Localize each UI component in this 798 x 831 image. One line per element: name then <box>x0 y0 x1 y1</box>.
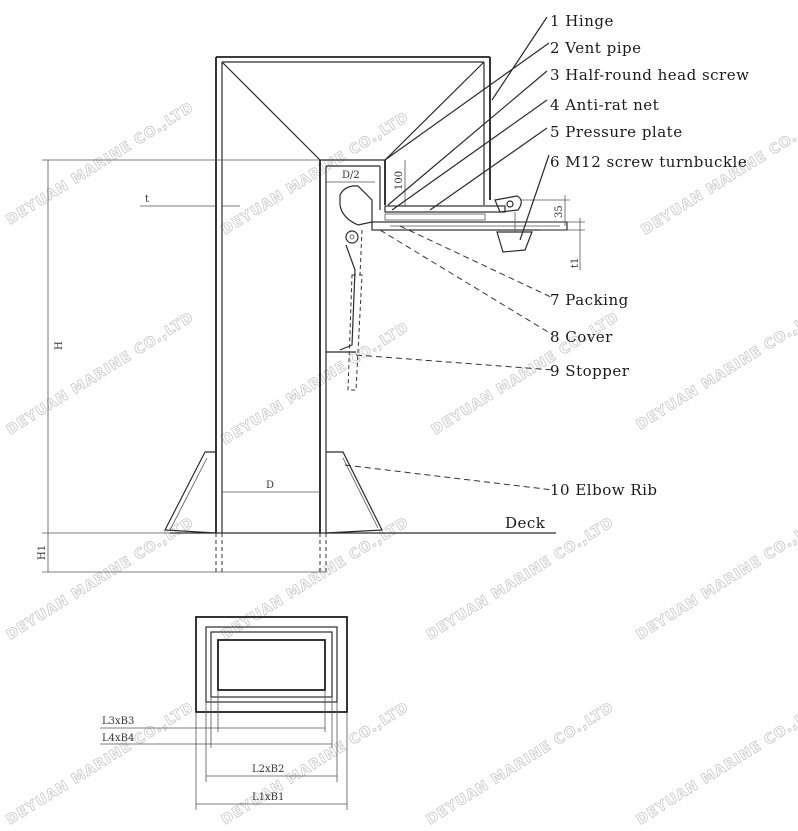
vent-pipe-body <box>215 56 491 533</box>
deck: Deck <box>170 514 556 534</box>
dim-L4xB4: L4xB4 <box>102 733 134 744</box>
callout-labels: 1 Hinge 2 Vent pipe 3 Half-round head sc… <box>550 12 749 499</box>
watermark-text: DEYUAN MARINE CO.,LTD <box>4 699 197 828</box>
watermark-text: DEYUAN MARINE CO.,LTD <box>219 699 412 828</box>
deck-label: Deck <box>505 514 546 532</box>
callout-m12-screw-turnbuckle: 6 M12 screw turnbuckle <box>550 153 747 171</box>
dim-D-half: D/2 <box>342 170 360 181</box>
watermark-text: DEYUAN MARINE CO.,LTD <box>424 699 617 828</box>
callout-half-round-head-screw: 3 Half-round head screw <box>550 66 749 84</box>
watermark-text: DEYUAN MARINE CO.,LTD <box>424 514 617 643</box>
callout-stopper: 9 Stopper <box>550 362 630 380</box>
watermark-text: DEYUAN MARINE CO.,LTD <box>219 109 412 238</box>
callout-pressure-plate: 5 Pressure plate <box>550 123 683 141</box>
dim-L2xB2: L2xB2 <box>252 764 284 775</box>
dim-H: H <box>54 341 65 350</box>
callout-vent-pipe: 2 Vent pipe <box>550 39 641 57</box>
dim-H1: H1 <box>37 545 48 560</box>
dim-100: 100 <box>394 171 405 190</box>
watermark-text: DEYUAN MARINE CO.,LTD <box>4 309 197 438</box>
watermark-text: DEYUAN MARINE CO.,LTD <box>634 514 798 643</box>
watermark-text: DEYUAN MARINE CO.,LTD <box>4 99 197 228</box>
elbow-rib <box>164 451 383 534</box>
watermark-text: DEYUAN MARINE CO.,LTD <box>4 514 197 643</box>
cover-assembly <box>326 185 568 391</box>
dim-t: t <box>145 194 149 205</box>
below-deck-pipe <box>215 533 327 572</box>
dim-L1xB1: L1xB1 <box>252 792 284 803</box>
watermark-text: DEYUAN MARINE CO.,LTD <box>219 514 412 643</box>
callout-anti-rat-net: 4 Anti-rat net <box>550 96 659 114</box>
dim-35: 35 <box>554 205 565 218</box>
dim-t1: t1 <box>570 258 581 268</box>
callout-hinge: 1 Hinge <box>550 12 614 30</box>
callout-elbow-rib: 10 Elbow Rib <box>550 481 658 499</box>
watermark-text: DEYUAN MARINE CO.,LTD <box>634 699 798 828</box>
callout-packing: 7 Packing <box>550 291 629 309</box>
callout-leaders <box>344 16 554 491</box>
watermark-text: DEYUAN MARINE CO.,LTD <box>634 304 798 433</box>
callout-cover: 8 Cover <box>550 328 613 346</box>
watermark-text: DEYUAN MARINE CO.,LTD <box>219 319 412 448</box>
dimensions: H H1 t D D/2 100 35 t1 <box>37 159 585 573</box>
dim-D: D <box>266 480 274 491</box>
dim-L3xB3: L3xB3 <box>102 716 134 727</box>
plan-view: L3xB3 L4xB4 L2xB2 L1xB1 <box>100 616 348 810</box>
